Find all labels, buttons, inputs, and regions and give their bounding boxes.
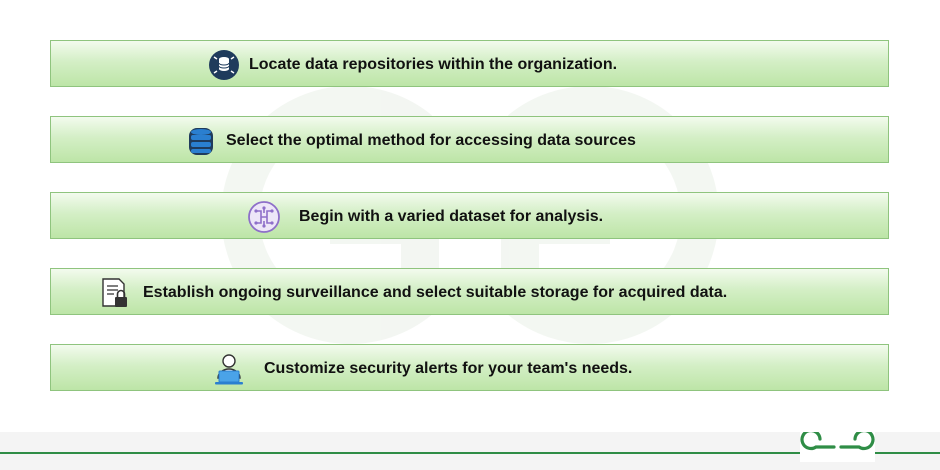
- step-box-3: Begin with a varied dataset for analysis…: [50, 192, 889, 239]
- step-box-1: Locate data repositories within the orga…: [50, 40, 889, 87]
- footer-rule-left: [0, 452, 800, 454]
- step-text-3: Begin with a varied dataset for analysis…: [299, 207, 604, 225]
- step-box-5: Customize security alerts for your team'…: [50, 344, 889, 391]
- user-laptop-icon: [212, 352, 246, 386]
- gfg-logo: [800, 428, 875, 462]
- step-text-5: Customize security alerts for your team'…: [264, 359, 633, 377]
- database-search-icon: [207, 48, 241, 82]
- step-text-4: Establish ongoing surveillance and selec…: [143, 283, 728, 301]
- footer-rule-right: [875, 452, 940, 454]
- database-stack-icon: [184, 124, 218, 158]
- step-box-2: Select the optimal method for accessing …: [50, 116, 889, 163]
- step-text-2: Select the optimal method for accessing …: [226, 131, 636, 149]
- gfg-logo-icon: [800, 428, 875, 451]
- document-lock-icon: [99, 276, 133, 310]
- circuit-network-icon: [247, 200, 281, 234]
- step-box-4: Establish ongoing surveillance and selec…: [50, 268, 889, 315]
- step-text-1: Locate data repositories within the orga…: [249, 55, 618, 73]
- footer-bar: [0, 432, 940, 470]
